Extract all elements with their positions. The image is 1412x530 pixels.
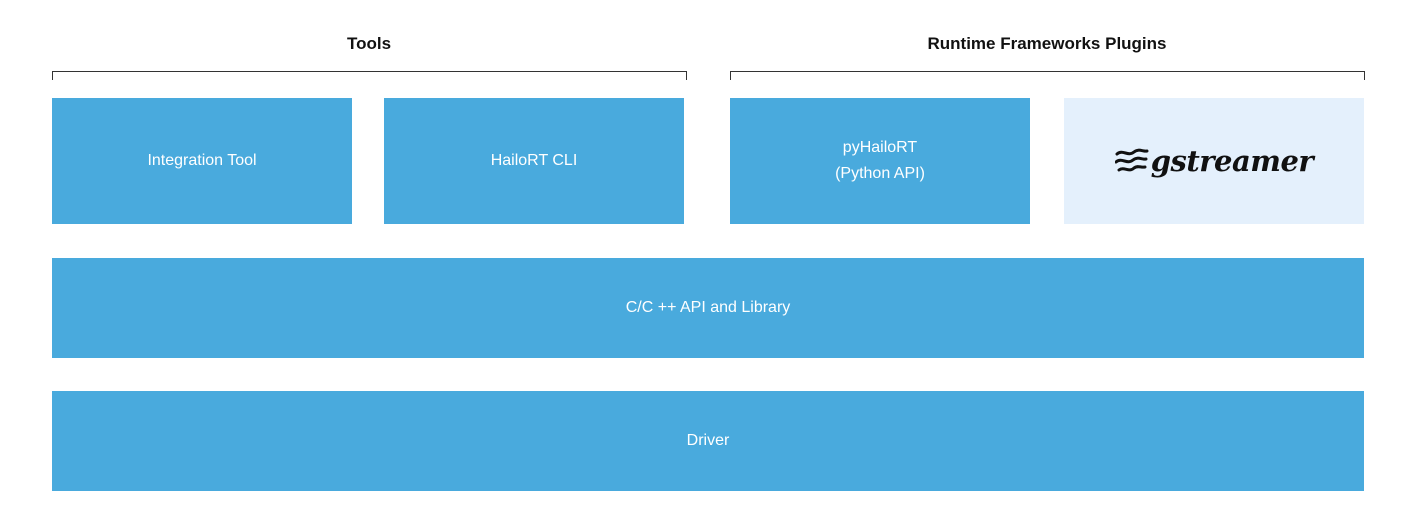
hailort-cli-box: HailoRT CLI — [384, 98, 684, 224]
tools-group-title: Tools — [346, 34, 392, 53]
integration-tool-label: Integration Tool — [147, 152, 257, 169]
pyhailort-label: pyHailoRT — [842, 139, 918, 156]
driver-box: Driver — [52, 391, 1364, 491]
driver-label: Driver — [686, 432, 730, 449]
pyhailort-box: pyHailoRT (Python API) — [730, 98, 1030, 224]
integration-tool-box: Integration Tool — [52, 98, 352, 224]
c-api-library-label: C/C ++ API and Library — [625, 299, 791, 316]
gstreamer-logo-text: gstreamer — [1150, 144, 1314, 178]
python-api-label: (Python API) — [835, 165, 925, 182]
hailort-cli-label: HailoRT CLI — [490, 152, 578, 169]
runtime-group-title: Runtime Frameworks Plugins — [927, 34, 1167, 53]
gstreamer-logo: gstreamer — [1114, 144, 1314, 178]
runtime-bracket — [730, 71, 1365, 80]
tools-bracket — [52, 71, 687, 80]
c-api-library-box: C/C ++ API and Library — [52, 258, 1364, 358]
gstreamer-box: gstreamer — [1064, 98, 1364, 224]
gstreamer-logo-icon — [1114, 148, 1149, 172]
